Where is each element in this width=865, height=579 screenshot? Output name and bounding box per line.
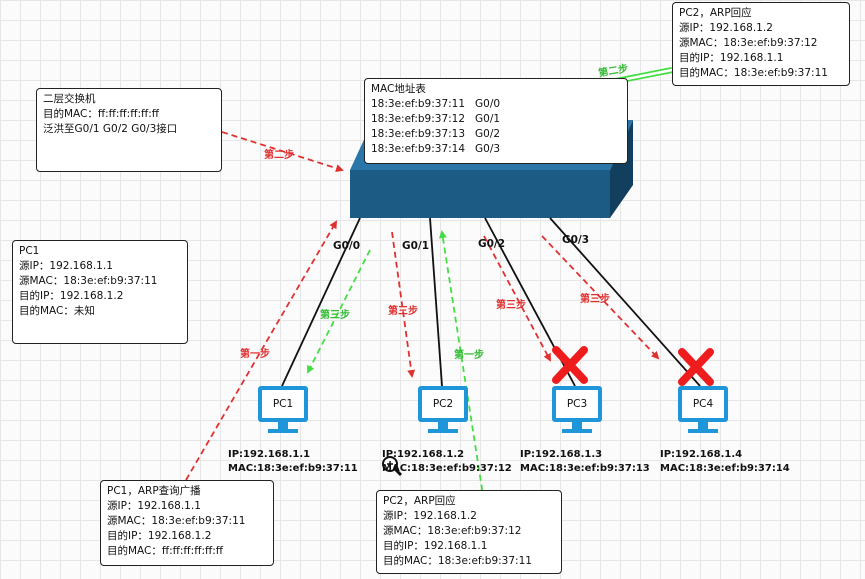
pc1-info-title: PC1 — [19, 245, 40, 257]
pc2-reply-dst-mac: 目的MAC：18:3e:ef:b9:37:11 — [679, 67, 828, 79]
step-label-step3-g01: 第三步 — [388, 306, 418, 317]
pc2-reply-bottom-dst-ip: 目的IP：192.168.1.1 — [383, 540, 488, 552]
pc-icon — [418, 386, 468, 433]
pc1-broadcast-src-mac: 源MAC：18:3e:ef:b9:37:11 — [107, 515, 246, 527]
switch-note-title: 二层交换机 — [43, 93, 96, 105]
pc3-mac: MAC:18:3e:ef:b9:37:13 — [520, 463, 650, 474]
arrow-green-step3 — [307, 249, 371, 374]
arrow-step3-g01 — [391, 231, 416, 378]
pc3-address-label: IP:192.168.1.3 MAC:18:3e:ef:b9:37:13 — [520, 448, 650, 476]
step-label-step3-g02: 第三步 — [496, 300, 526, 311]
cable-g0-1 — [429, 217, 443, 387]
pc-name: PC4 — [692, 398, 714, 410]
pc2-reply-dst-ip: 目的IP：192.168.1.1 — [679, 52, 784, 64]
arrow-green-step1 — [438, 230, 491, 541]
pc-name: PC2 — [432, 398, 454, 410]
cable-g0-0 — [281, 217, 361, 387]
step-label-step3-g03: 第三步 — [580, 294, 610, 305]
step-label-step3-green: 第三步 — [320, 310, 350, 321]
mac-table-title: MAC地址表 — [371, 83, 426, 95]
green-step-arrows — [307, 230, 491, 541]
switch-note-dst-mac: 目的MAC：ff:ff:ff:ff:ff:ff — [43, 108, 159, 120]
pc4-address-label: IP:192.168.1.4 MAC:18:3e:ef:b9:37:14 — [660, 448, 790, 476]
pc-icon — [552, 386, 602, 433]
pc2-ip: IP:192.168.1.2 — [382, 449, 465, 460]
pc-name: PC3 — [566, 398, 588, 410]
pc1-info-src-mac: 源MAC：18:3e:ef:b9:37:11 — [19, 275, 158, 287]
cable-g0-3 — [549, 217, 701, 387]
arrow-step3-g03 — [541, 235, 660, 360]
pc1-broadcast-dst-mac: 目的MAC：ff:ff:ff:ff:ff:ff — [107, 545, 223, 557]
pc4-mac: MAC:18:3e:ef:b9:37:14 — [660, 463, 790, 474]
pc1-broadcast-dst-ip: 目的IP：192.168.1.2 — [107, 530, 212, 542]
arrow-step2 — [221, 131, 344, 173]
pc1-info-dst-mac: 目的MAC：未知 — [19, 305, 95, 317]
pc3-ip: IP:192.168.1.3 — [520, 449, 603, 460]
pc1-broadcast-src-ip: 源IP：192.168.1.1 — [107, 500, 201, 512]
pc2-reply-bottom-src-mac: 源MAC：18:3e:ef:b9:37:12 — [383, 525, 522, 537]
pc2-reply-title: PC2，ARP回应 — [679, 7, 752, 19]
pc2-reply-src-ip: 源IP：192.168.1.2 — [679, 22, 773, 34]
pc1-info-dst-ip: 目的IP：192.168.1.2 — [19, 290, 124, 302]
port-label-g0-0: G0/0 — [333, 240, 361, 252]
pc2-address-label: IP:192.168.1.2 MAC:18:3e:ef:b9:37:12 — [382, 448, 512, 476]
red-step-arrows — [185, 131, 660, 481]
switch-note-flood: 泛洪至G0/1 G0/2 G0/3接口 — [43, 123, 178, 135]
pc2-reply-bottom-src-ip: 源IP：192.168.1.2 — [383, 510, 477, 522]
pc1-address-label: IP:192.168.1.1 MAC:18:3e:ef:b9:37:11 — [228, 448, 358, 476]
port-label-g0-3: G0/3 — [562, 234, 590, 246]
pc-icon — [258, 386, 308, 433]
pc2-reply-bottom-dst-mac: 目的MAC：18:3e:ef:b9:37:11 — [383, 555, 532, 567]
step-label-step1-green: 第一步 — [454, 350, 484, 361]
pc2-arp-reply-bottom: PC2，ARP回应 源IP：192.168.1.2 源MAC：18:3e:ef:… — [376, 490, 562, 574]
pc1-broadcast-title: PC1，ARP查询广播 — [107, 485, 201, 497]
drop-x-icon — [678, 348, 714, 386]
pc1-arp-broadcast: PC1，ARP查询广播 源IP：192.168.1.1 源MAC：18:3e:e… — [100, 480, 274, 566]
pc4-ip: IP:192.168.1.4 — [660, 449, 743, 460]
pc1-mac: MAC:18:3e:ef:b9:37:11 — [228, 463, 358, 474]
zoom-cursor-icon — [382, 456, 403, 477]
port-label-g0-2: G0/2 — [478, 238, 506, 250]
port-label-g0-1: G0/1 — [402, 240, 430, 252]
step-label-step1-red: 第一步 — [240, 349, 270, 360]
pc-name: PC1 — [272, 398, 294, 410]
pc1-ip: IP:192.168.1.1 — [228, 449, 311, 460]
arrow-step3-g02 — [483, 235, 551, 362]
drop-x-icon — [552, 346, 588, 384]
step-label-step2-red: 第二步 — [264, 150, 294, 161]
pc-icon — [678, 386, 728, 433]
pc2-reply-src-mac: 源MAC：18:3e:ef:b9:37:12 — [679, 37, 818, 49]
switch-note: 二层交换机 目的MAC：ff:ff:ff:ff:ff:ff 泛洪至G0/1 G0… — [36, 88, 222, 172]
pc2-mac: MAC:18:3e:ef:b9:37:12 — [382, 463, 512, 474]
pc2-reply-bottom-title: PC2，ARP回应 — [383, 495, 456, 507]
pc1-info: PC1 源IP：192.168.1.1 源MAC：18:3e:ef:b9:37:… — [12, 240, 188, 344]
pc2-arp-reply-top: PC2，ARP回应 源IP：192.168.1.2 源MAC：18:3e:ef:… — [672, 2, 850, 86]
pc1-info-src-ip: 源IP：192.168.1.1 — [19, 260, 113, 272]
